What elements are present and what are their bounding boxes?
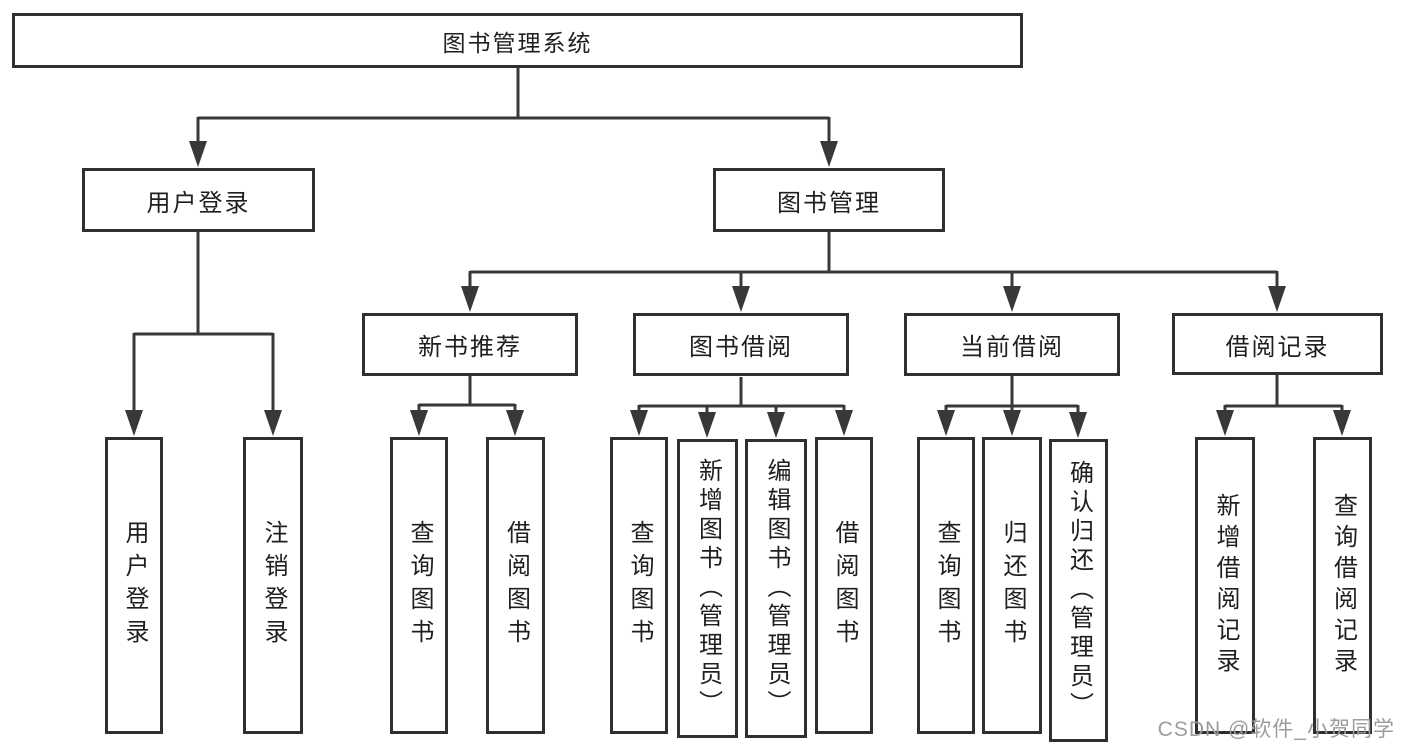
node-borrow-records: 借阅记录 [1172, 313, 1383, 375]
leaf-label: 归还图书 [999, 519, 1026, 652]
connector-current-borrow-to-leaves [944, 376, 1080, 415]
leaf-user-login: 用户登录 [105, 437, 163, 734]
arrows-book-borrow-to-leaves [630, 410, 853, 438]
csdn-watermark: CSDN @软件_小贺同学 [1157, 718, 1395, 741]
arrows-current-borrow-to-leaves [937, 410, 1087, 438]
leaf-label: 确认归还（管理员） [1065, 460, 1093, 721]
leaf-label: 借阅图书 [502, 519, 530, 652]
leaf-logout: 注销登录 [243, 437, 303, 734]
arrows-user-login-to-leaves [125, 410, 282, 436]
leaf-borrow-books-recommend: 借阅图书 [486, 437, 545, 734]
node-label: 新书推荐 [418, 334, 522, 361]
node-label: 图书管理系统 [442, 29, 593, 56]
leaf-query-books-recommend: 查询图书 [390, 437, 448, 734]
leaf-label: 查询借阅记录 [1329, 492, 1357, 679]
node-label: 当前借阅 [960, 334, 1064, 361]
node-book-management: 图书管理 [713, 168, 945, 232]
connector-borrow-records-to-leaves [1223, 375, 1344, 415]
node-label: 用户登录 [146, 189, 251, 217]
connector-root-to-level2 [196, 68, 831, 146]
leaf-label: 新增图书（管理员） [694, 458, 722, 719]
node-current-borrow: 当前借阅 [904, 313, 1120, 376]
connector-book-management-to-level3 [468, 232, 1279, 290]
leaf-label: 用户登录 [121, 519, 148, 652]
leaf-borrow-books: 借阅图书 [815, 437, 873, 734]
arrows-root-to-level2 [189, 141, 838, 167]
node-library-management-system: 图书管理系统 [12, 13, 1023, 68]
leaf-query-books-current: 查询图书 [917, 437, 975, 734]
leaf-confirm-return-admin: 确认归还（管理员） [1049, 439, 1108, 742]
leaf-label: 查询图书 [406, 519, 433, 652]
leaf-label: 借阅图书 [831, 519, 858, 652]
leaf-add-borrow-record: 新增借阅记录 [1195, 437, 1255, 734]
node-user-login: 用户登录 [82, 168, 315, 232]
leaf-add-books-admin: 新增图书（管理员） [677, 439, 738, 738]
leaf-label: 新增借阅记录 [1212, 492, 1239, 679]
leaf-label: 编辑图书（管理员） [763, 458, 790, 719]
node-label: 图书管理 [777, 189, 881, 217]
leaf-return-books: 归还图书 [982, 437, 1042, 734]
leaf-label: 注销登录 [260, 519, 287, 652]
connector-user-login-to-leaves [132, 232, 275, 415]
connector-new-book-recommend-to-leaves [417, 376, 517, 415]
connector-book-borrow-to-leaves [637, 377, 846, 415]
leaf-query-books-borrow: 查询图书 [610, 437, 668, 734]
node-label: 借阅记录 [1225, 333, 1330, 361]
leaf-label: 查询图书 [626, 519, 653, 652]
arrows-borrow-records-to-leaves [1216, 410, 1351, 436]
node-new-book-recommend: 新书推荐 [362, 313, 578, 376]
node-label: 图书借阅 [689, 334, 793, 361]
arrows-book-management-to-level3 [461, 286, 1286, 312]
leaf-edit-books-admin: 编辑图书（管理员） [745, 439, 807, 738]
leaf-label: 查询图书 [933, 519, 960, 652]
leaf-query-borrow-record: 查询借阅记录 [1313, 437, 1372, 734]
node-book-borrow: 图书借阅 [633, 313, 849, 376]
arrows-new-book-recommend-to-leaves [410, 410, 524, 436]
